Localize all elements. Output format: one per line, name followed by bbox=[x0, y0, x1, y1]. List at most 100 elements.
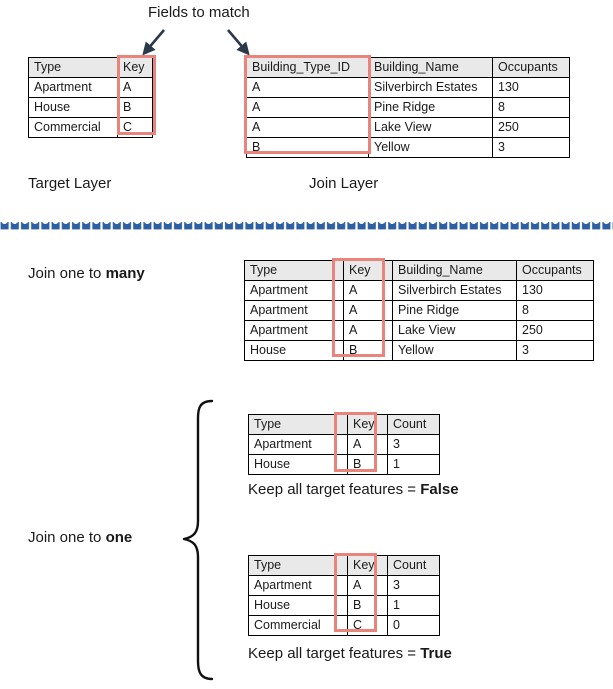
column-header-count: Count bbox=[387, 414, 440, 435]
cell-type: House bbox=[244, 340, 344, 361]
cell-occupants: 130 bbox=[516, 280, 594, 301]
table-row: A Pine Ridge 8 bbox=[246, 97, 570, 118]
cell-key: A bbox=[117, 77, 153, 98]
cell-occupants: 8 bbox=[492, 97, 570, 118]
column-header-type: Type bbox=[244, 260, 344, 281]
table-row: Apartment A Pine Ridge 8 bbox=[244, 300, 594, 321]
one-to-many-table: Type Key Building_Name Occupants Apartme… bbox=[244, 260, 594, 361]
cell-key: B bbox=[347, 454, 388, 475]
cell-key: A bbox=[347, 575, 388, 596]
column-header-key: Key bbox=[343, 260, 393, 281]
table-row: Commercial C 0 bbox=[248, 615, 440, 636]
cell-building-name: Yellow bbox=[392, 340, 517, 361]
table-row: Apartment A Silverbirch Estates 130 bbox=[244, 280, 594, 301]
cell-building-type-id: A bbox=[246, 77, 369, 98]
cell-key: A bbox=[343, 300, 393, 321]
table-row: Commercial C bbox=[28, 117, 153, 138]
table-row: House B bbox=[28, 97, 153, 118]
column-header-count: Count bbox=[387, 555, 440, 576]
cell-type: Apartment bbox=[248, 575, 348, 596]
table-row: House B Yellow 3 bbox=[244, 340, 594, 361]
one-to-one-true-table: Type Key Count Apartment A 3 House B 1 C… bbox=[248, 555, 440, 636]
table-header-row: Type Key Count bbox=[248, 414, 440, 435]
keep-all-target-features-false-caption: Keep all target features = False bbox=[248, 481, 459, 498]
section-divider bbox=[0, 221, 613, 232]
join-layer-caption: Join Layer bbox=[309, 175, 379, 192]
cell-key: C bbox=[117, 117, 153, 138]
cell-building-name: Silverbirch Estates bbox=[392, 280, 517, 301]
cell-building-name: Pine Ridge bbox=[368, 97, 493, 118]
cell-key: B bbox=[343, 340, 393, 361]
table-row: Apartment A 3 bbox=[248, 575, 440, 596]
table-row: House B 1 bbox=[248, 454, 440, 475]
cell-type: House bbox=[248, 454, 348, 475]
keep-all-target-features-true-caption: Keep all target features = True bbox=[248, 645, 452, 662]
cell-building-type-id: B bbox=[246, 137, 369, 158]
column-header-type: Type bbox=[248, 414, 348, 435]
column-header-occupants: Occupants bbox=[516, 260, 594, 281]
caption-prefix: Keep all target features = bbox=[248, 481, 421, 498]
cell-type: Apartment bbox=[28, 77, 118, 98]
one-to-one-false-table: Type Key Count Apartment A 3 House B 1 bbox=[248, 414, 440, 475]
cell-occupants: 8 bbox=[516, 300, 594, 321]
cell-key: A bbox=[343, 280, 393, 301]
cell-type: Commercial bbox=[248, 615, 348, 636]
cell-count: 1 bbox=[387, 454, 440, 475]
join-layer-table-wrap: Building_Type_ID Building_Name Occupants… bbox=[246, 57, 570, 158]
cell-occupants: 250 bbox=[516, 320, 594, 341]
cell-building-name: Lake View bbox=[368, 117, 493, 138]
cell-building-name: Lake View bbox=[392, 320, 517, 341]
table-row: B Yellow 3 bbox=[246, 137, 570, 158]
cell-building-name: Pine Ridge bbox=[392, 300, 517, 321]
cell-type: Apartment bbox=[244, 280, 344, 301]
arrow-to-target-key-icon bbox=[142, 29, 165, 56]
caption-prefix: Keep all target features = bbox=[248, 645, 421, 662]
table-header-row: Building_Type_ID Building_Name Occupants bbox=[246, 57, 570, 78]
cell-type: House bbox=[28, 97, 118, 118]
caption-value: False bbox=[420, 481, 459, 498]
join-one-to-many-label: Join one to many bbox=[28, 265, 145, 282]
arrow-to-join-key-icon bbox=[227, 29, 250, 56]
caption-value: True bbox=[420, 645, 452, 662]
column-header-key: Key bbox=[347, 555, 388, 576]
join-one-to-one-emphasis: one bbox=[105, 529, 133, 546]
cell-key: B bbox=[117, 97, 153, 118]
table-row: House B 1 bbox=[248, 595, 440, 616]
join-one-to-many-emphasis: many bbox=[105, 265, 145, 282]
cell-count: 3 bbox=[387, 434, 440, 455]
cell-occupants: 130 bbox=[492, 77, 570, 98]
table-header-row: Type Key Count bbox=[248, 555, 440, 576]
cell-occupants: 3 bbox=[516, 340, 594, 361]
table-header-row: Type Key Building_Name Occupants bbox=[244, 260, 594, 281]
target-layer-table-wrap: Type Key Apartment A House B Commercial … bbox=[28, 57, 153, 138]
table-row: Apartment A Lake View 250 bbox=[244, 320, 594, 341]
column-header-type: Type bbox=[248, 555, 348, 576]
join-one-to-many-prefix: Join one to bbox=[28, 265, 106, 282]
cell-type: Apartment bbox=[244, 320, 344, 341]
one-to-many-table-wrap: Type Key Building_Name Occupants Apartme… bbox=[244, 260, 594, 361]
cell-key: C bbox=[347, 615, 388, 636]
cell-type: Apartment bbox=[248, 434, 348, 455]
cell-building-name: Silverbirch Estates bbox=[368, 77, 493, 98]
one-to-one-false-table-wrap: Type Key Count Apartment A 3 House B 1 bbox=[248, 414, 440, 475]
target-layer-table: Type Key Apartment A House B Commercial … bbox=[28, 57, 153, 138]
join-one-to-one-label: Join one to one bbox=[28, 529, 132, 546]
cell-key: B bbox=[347, 595, 388, 616]
join-one-to-one-prefix: Join one to bbox=[28, 529, 106, 546]
cell-key: A bbox=[343, 320, 393, 341]
column-header-building-type-id: Building_Type_ID bbox=[246, 57, 369, 78]
curly-brace-icon bbox=[182, 399, 214, 681]
column-header-type: Type bbox=[28, 57, 118, 78]
cell-key: A bbox=[347, 434, 388, 455]
column-header-building-name: Building_Name bbox=[368, 57, 493, 78]
cell-type: House bbox=[248, 595, 348, 616]
cell-count: 0 bbox=[387, 615, 440, 636]
table-row: Apartment A 3 bbox=[248, 434, 440, 455]
cell-count: 3 bbox=[387, 575, 440, 596]
cell-type: Commercial bbox=[28, 117, 118, 138]
one-to-one-true-table-wrap: Type Key Count Apartment A 3 House B 1 C… bbox=[248, 555, 440, 636]
cell-building-type-id: A bbox=[246, 97, 369, 118]
table-header-row: Type Key bbox=[28, 57, 153, 78]
column-header-occupants: Occupants bbox=[492, 57, 570, 78]
cell-building-type-id: A bbox=[246, 117, 369, 138]
